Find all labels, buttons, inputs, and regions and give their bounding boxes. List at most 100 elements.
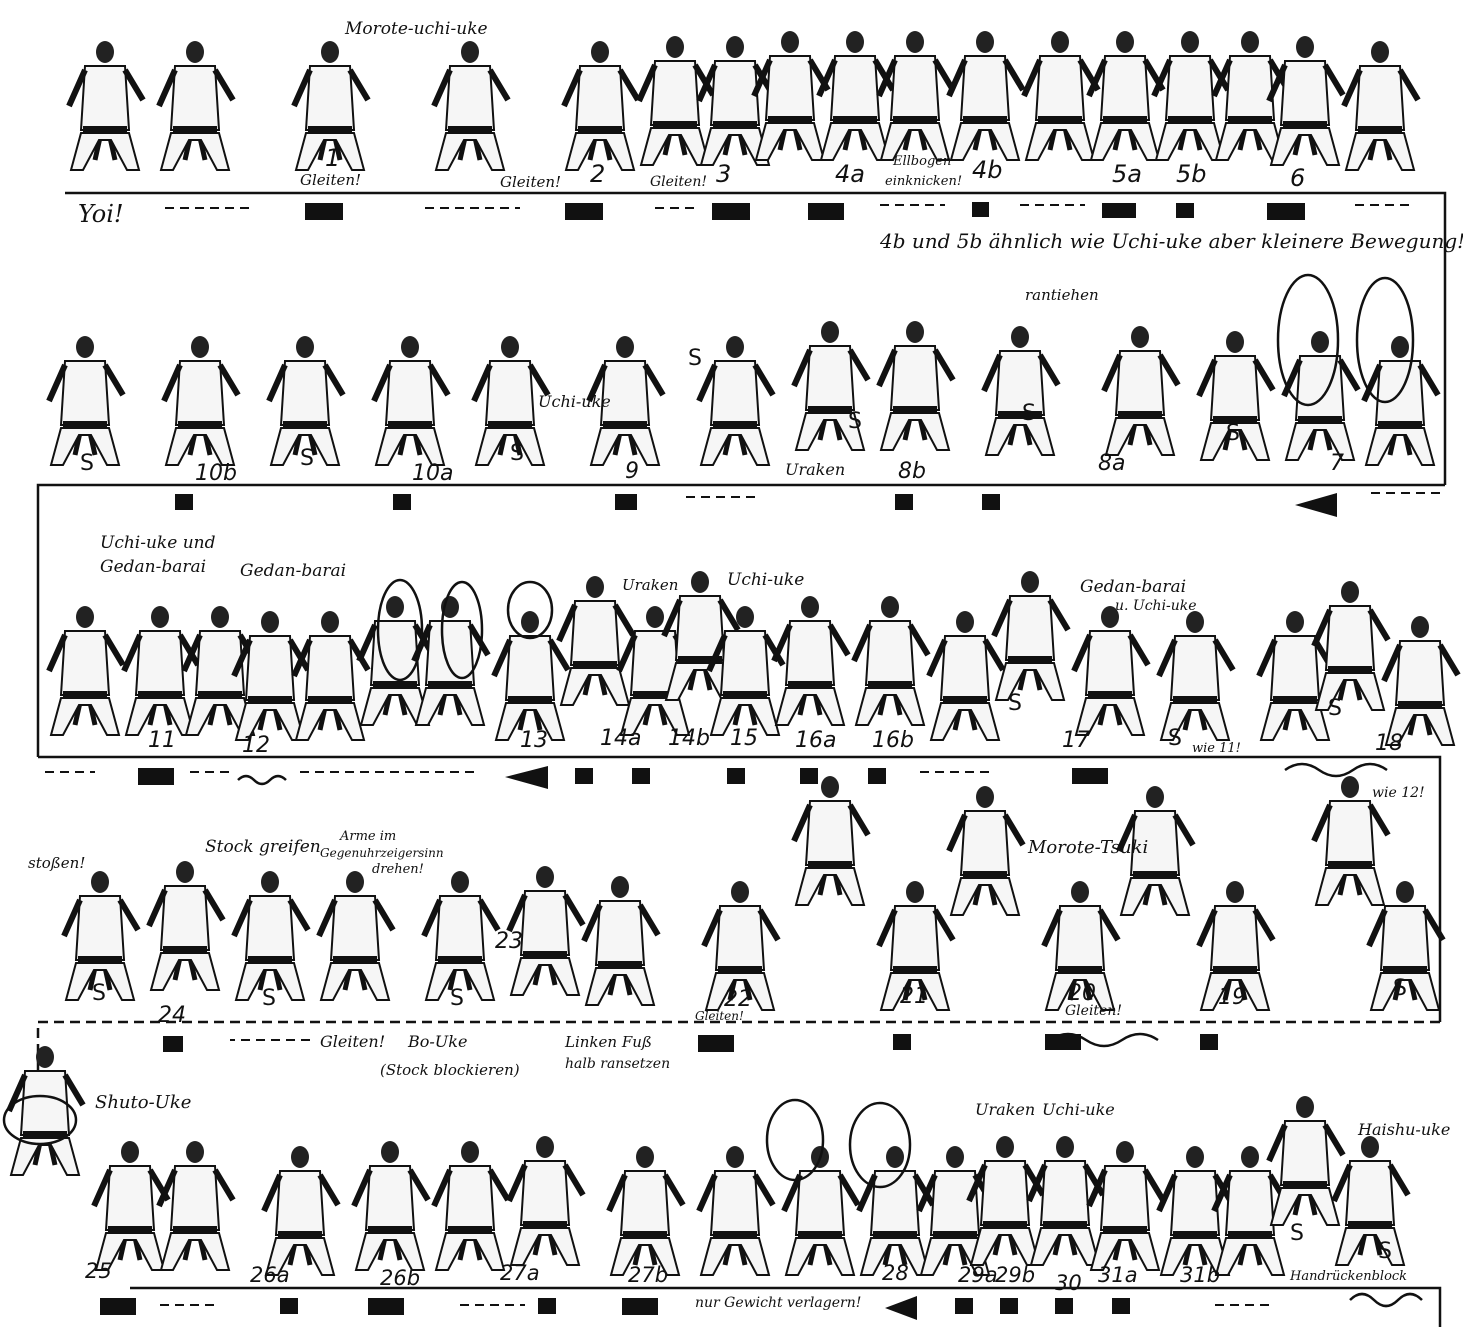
gedan-barai-label: Gedan-barai [240, 561, 346, 581]
step-number: 14b [668, 726, 710, 751]
step-number: 10a [412, 461, 453, 486]
row5-figures [9, 1046, 1408, 1275]
step-number: 4a [835, 160, 865, 188]
wie-12-label: wie 12! [1372, 785, 1425, 801]
uraken-label: Uraken [975, 1100, 1035, 1119]
step-number: 31b [1180, 1263, 1220, 1287]
gleiten-label: Gleiten! [650, 174, 707, 190]
stance-s: S [1226, 421, 1240, 446]
stance-s: S [1378, 1239, 1392, 1264]
uraken-label: Uraken [785, 460, 845, 479]
stance-s: S [1393, 976, 1407, 1001]
haishu-uke-label: Haishu-uke [1357, 1120, 1450, 1139]
step-number: 5b [1176, 160, 1207, 188]
stance-s: S [1008, 691, 1022, 716]
row4-figures [64, 776, 1443, 1010]
gleiten-label: Gleiten! [1065, 1003, 1122, 1019]
nur-gewicht-label: nur Gewicht verlagern! [695, 1295, 861, 1311]
step-number: 26b [380, 1266, 420, 1290]
step-number: 4b [972, 156, 1003, 184]
step-number: 10b [195, 461, 237, 486]
step-number: 11 [148, 728, 176, 753]
row3-wave-12 [238, 776, 286, 784]
step-number: 16a [795, 728, 836, 753]
einknicken-label: einknicken! [885, 174, 962, 189]
stance-s: S [688, 346, 702, 371]
step-number: 25 [85, 1259, 112, 1283]
step-number: 3 [716, 160, 731, 188]
gleiten-label: Gleiten! [500, 173, 561, 191]
step-number: 29a [958, 1263, 998, 1287]
row3-wave-18 [1285, 764, 1387, 776]
morote-uchi-uke-label: Morote-uchi-uke [344, 19, 488, 39]
step-number: 21 [900, 984, 928, 1009]
morote-tsuki-label: Morote-Tsuki [1027, 837, 1148, 858]
yoi-label: Yoi! [78, 200, 124, 228]
stance-s: S [1328, 696, 1342, 721]
step-number: 29b [995, 1263, 1035, 1287]
step-number: 31a [1098, 1263, 1138, 1287]
step-number: 24 [158, 1003, 186, 1028]
step-number: 26a [250, 1263, 290, 1287]
gedan-barai-label: Gedan-barai [1080, 577, 1186, 597]
stance-s: S [92, 981, 106, 1006]
handrueckenblock-label: Handrückenblock [1289, 1269, 1407, 1284]
step-number: 13 [520, 728, 548, 753]
gedan-barai-label: Gedan-barai [100, 557, 206, 577]
step-number: 12 [242, 733, 270, 758]
note-4b-5b: 4b und 5b ähnlich wie Uchi-uke aber klei… [879, 229, 1463, 253]
uchi-uke-label: Uchi-uke [538, 392, 611, 411]
stance-s: S [262, 986, 276, 1011]
stance-s: S [510, 441, 524, 466]
step-number: 1 [325, 144, 340, 172]
row1-figures [69, 31, 1418, 170]
stance-s: S [300, 446, 314, 471]
gleiten-label: Gleiten! [300, 171, 361, 189]
halb-ransetzen-label: halb ransetzen [565, 1056, 670, 1072]
rantiehen-label: rantiehen [1025, 286, 1099, 304]
uchi-uke-und-label: Uchi-uke und [100, 533, 216, 553]
step-number: 16b [872, 728, 914, 753]
shuto-uke-label: Shuto-Uke [95, 1092, 191, 1113]
stance-s: S [1022, 401, 1036, 426]
step-number: 17 [1062, 728, 1090, 753]
arme-im-label: Arme im [339, 829, 396, 844]
stance-s: S [1290, 1221, 1304, 1246]
stossen-label: stoßen! [28, 854, 85, 872]
gedan-barai-u-uchi-uke-label: u. Uchi-uke [1115, 598, 1197, 614]
stance-labels: S S S S S S S S S S S S S S S S [80, 346, 1407, 1264]
stance-s: S [848, 409, 862, 434]
step-number: 6 [1290, 164, 1305, 192]
uraken-label: Uraken [622, 576, 678, 594]
row5-wave [1350, 1294, 1422, 1306]
row5-step-numbers: 25 26a 26b 27a 27b 28 29a 29b 30 31a 31b [85, 1259, 1220, 1295]
ellbogen-label: Ellbogen [892, 154, 951, 169]
step-number: 8b [898, 459, 926, 484]
stance-s: S [450, 986, 464, 1011]
step-number: 5a [1112, 160, 1142, 188]
wie-11-label: wie 11! [1192, 741, 1241, 756]
step-number: 14a [600, 726, 641, 751]
gleiten-label: Gleiten! [695, 1009, 744, 1023]
linken-fuss-label: Linken Fuß [564, 1033, 652, 1051]
step-number: 30 [1055, 1271, 1082, 1295]
step-number: 23 [495, 929, 523, 954]
row4-line [38, 1022, 1440, 1090]
step-number: 8a [1098, 451, 1125, 476]
stock-greifen-label: Stock greifen [205, 837, 321, 857]
row2-step-numbers: 10b 10a 9 8b 8a 7 [195, 451, 1344, 486]
stance-s: S [80, 451, 94, 476]
row3-figures [49, 571, 1458, 745]
step-number: 2 [590, 160, 605, 188]
drehen-label: drehen! [372, 862, 424, 877]
gleiten-label: Gleiten! [320, 1032, 385, 1051]
uchi-uke-label: Uchi-uke [1042, 1100, 1115, 1119]
gegenuhrzeigersinn-label: Gegenuhrzeigersinn [320, 846, 444, 860]
uchi-uke-label: Uchi-uke [727, 570, 804, 590]
step-number: 28 [882, 1261, 909, 1285]
step-number: 27a [500, 1261, 540, 1285]
stance-s: S [1168, 726, 1182, 751]
step-number: 7 [1330, 451, 1344, 476]
bo-uke-label: Bo-Uke [407, 1032, 467, 1051]
